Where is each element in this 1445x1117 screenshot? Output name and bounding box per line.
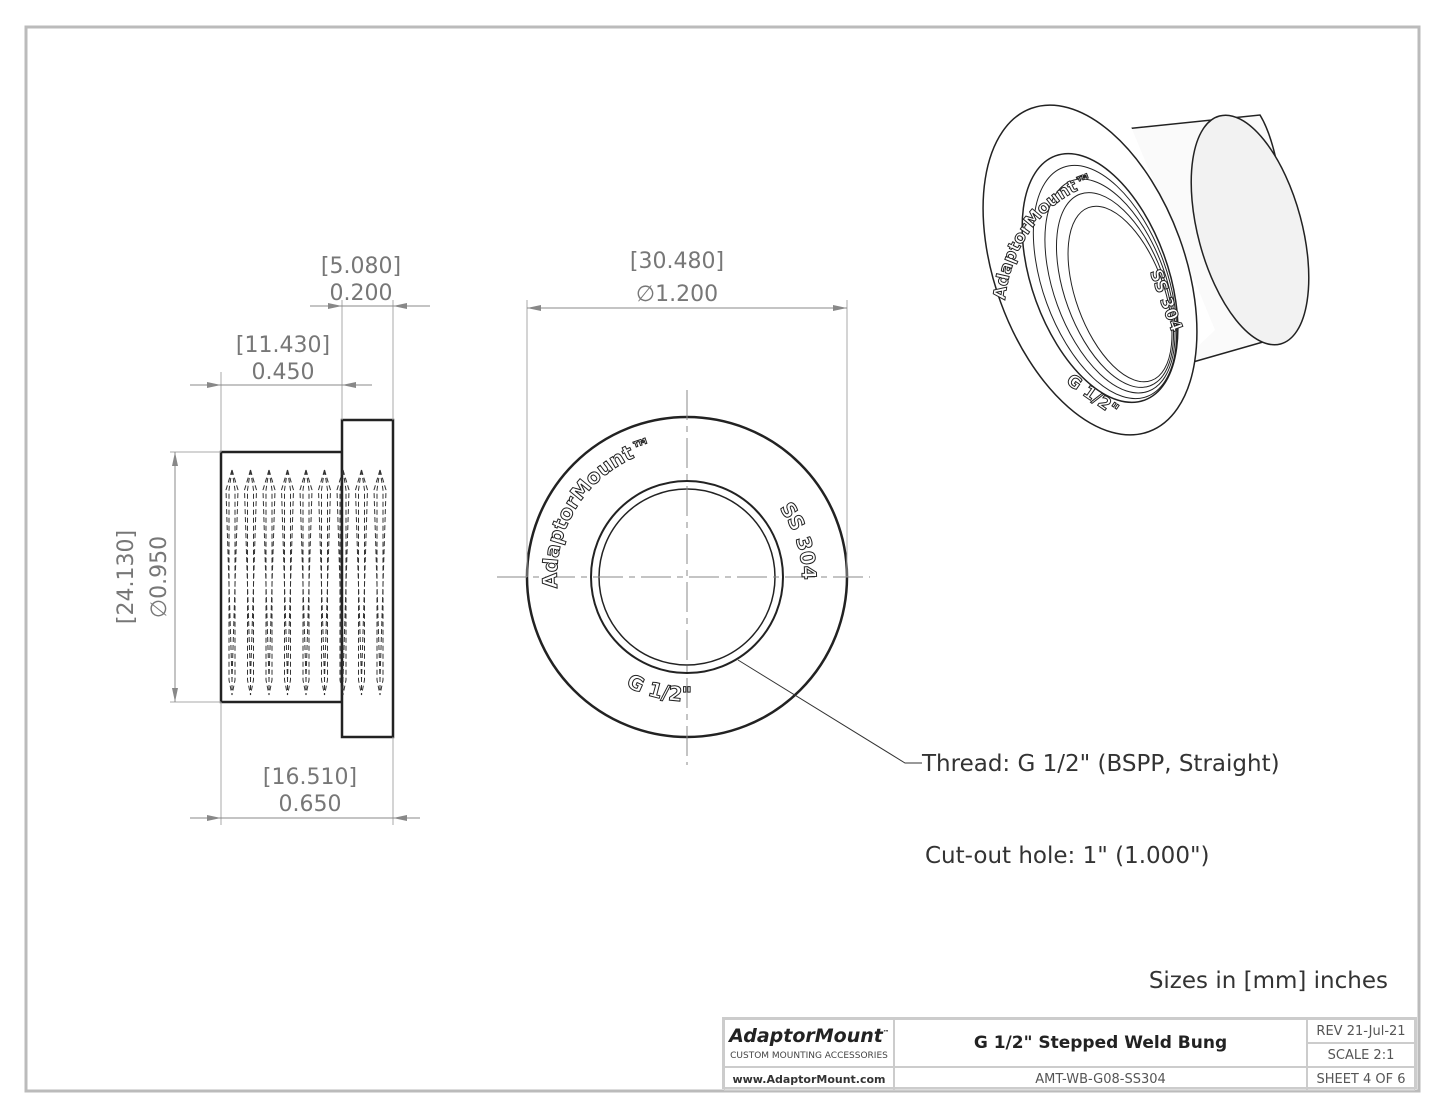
dim-flange-width-mm: [5.080]	[321, 254, 401, 279]
part-number: AMT-WB-G08-SS304	[894, 1067, 1307, 1091]
scale: SCALE 2:1	[1307, 1043, 1415, 1067]
hidden-thread-line	[268, 469, 273, 696]
isometric-view: AdaptorMount™ SS 304 G 1/2"	[982, 100, 1310, 440]
flange-outline	[340, 418, 395, 739]
sheet-border	[24, 25, 1421, 1093]
hidden-thread-line	[342, 469, 347, 696]
dim-flange-diameter-mm: [30.480]	[630, 249, 724, 274]
hidden-thread-line	[247, 469, 251, 696]
dim-flange-diameter-in: ∅1.200	[636, 282, 718, 307]
hidden-thread-line	[376, 469, 381, 696]
hidden-thread-line	[302, 469, 307, 696]
hidden-thread-line	[284, 469, 288, 696]
dim-total-length-in: 0.650	[279, 792, 342, 817]
drawing-title: G 1/2" Stepped Weld Bung	[894, 1019, 1307, 1067]
company-tagline: CUSTOM MOUNTING ACCESSORIES	[730, 1051, 888, 1061]
hidden-thread-line	[324, 469, 328, 696]
hidden-thread-line	[287, 469, 291, 696]
thread-note: Thread: G 1/2" (BSPP, Straight)	[921, 751, 1280, 777]
dim-body-length-mm: [11.430]	[236, 333, 330, 358]
hidden-thread-line	[361, 469, 365, 696]
hidden-thread-line	[339, 469, 344, 696]
hidden-thread-line	[379, 469, 384, 696]
front-view: AdaptorMount™ SS 304 G 1/2" [30.480] ∅1.…	[497, 249, 922, 765]
hidden-thread-line	[228, 469, 233, 696]
dim-body-diameter-mm: [24.130]	[114, 530, 139, 624]
thread-leader-line	[737, 659, 922, 764]
dim-body-length-in: 0.450	[252, 360, 315, 385]
revision: REV 21-Jul-21	[1307, 1019, 1415, 1043]
hidden-thread-line	[250, 469, 254, 696]
hidden-thread-lines	[225, 469, 387, 696]
company-logo: AdaptorMount™ CUSTOM MOUNTING ACCESSORIE…	[724, 1019, 894, 1067]
dim-flange-width-in: 0.200	[330, 281, 393, 306]
units-note: Sizes in [mm] inches	[1149, 968, 1388, 994]
hidden-thread-line	[265, 469, 270, 696]
hidden-thread-line	[321, 469, 325, 696]
cutout-note: Cut-out hole: 1" (1.000")	[925, 843, 1210, 869]
title-block: AdaptorMount™ CUSTOM MOUNTING ACCESSORIE…	[722, 1017, 1417, 1091]
dim-total-length-mm: [16.510]	[263, 765, 357, 790]
hidden-thread-line	[358, 469, 362, 696]
side-view: [5.080] 0.200 [11.430] 0.450 [16.510] 0.…	[114, 254, 430, 825]
website-link[interactable]: www.AdaptorMount.com	[724, 1067, 894, 1091]
sheet-number: SHEET 4 OF 6	[1307, 1067, 1415, 1091]
hidden-thread-line	[231, 469, 236, 696]
dim-body-diameter-in: ∅0.950	[147, 536, 172, 618]
hidden-thread-line	[305, 469, 310, 696]
